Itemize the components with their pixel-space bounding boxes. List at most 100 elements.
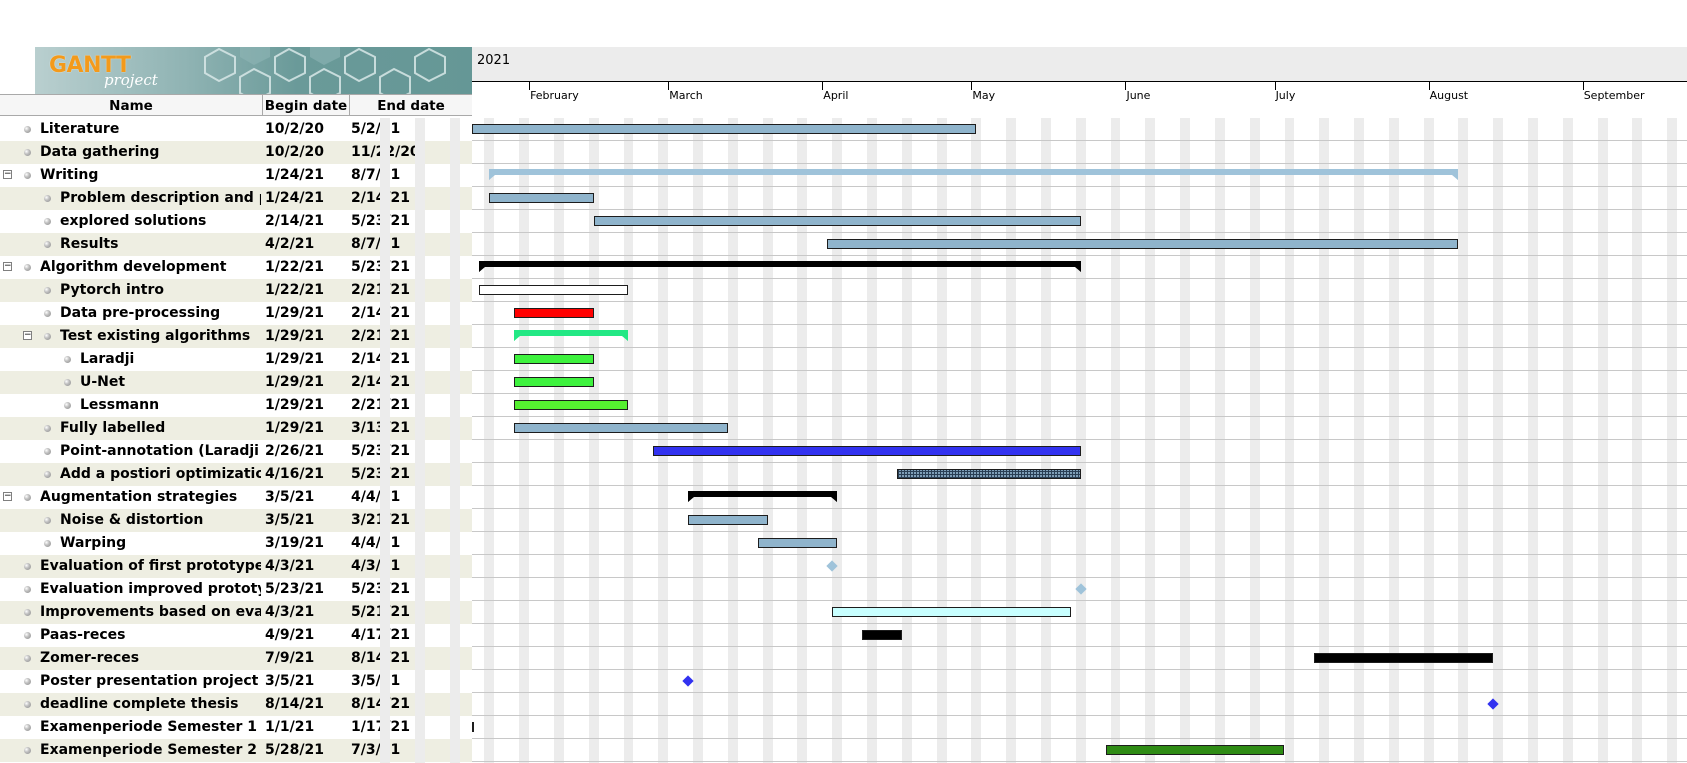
milestone-diamond-icon[interactable] — [682, 675, 694, 687]
task-name[interactable]: Problem description and pr… — [60, 190, 261, 206]
task-begin-date[interactable]: 1/29/21 — [265, 328, 324, 344]
task-name[interactable]: Algorithm development — [40, 259, 227, 275]
task-begin-date[interactable]: 10/2/20 — [265, 144, 324, 160]
task-begin-date[interactable]: 1/24/21 — [265, 167, 324, 183]
task-name[interactable]: Writing — [40, 167, 99, 183]
collapse-toggle-icon[interactable]: − — [3, 491, 12, 501]
column-header-name[interactable]: Name — [0, 95, 263, 115]
task-row[interactable]: Evaluation improved prototype5/23/215/23… — [0, 578, 472, 601]
task-name[interactable]: U-Net — [80, 374, 126, 390]
task-bar[interactable] — [514, 354, 594, 364]
task-name[interactable]: Poster presentation project — [40, 673, 259, 689]
task-name[interactable]: Evaluation improved prototype — [40, 581, 261, 597]
column-header-end-date[interactable]: End date — [377, 98, 445, 114]
summary-bar[interactable] — [688, 491, 838, 502]
task-begin-date[interactable]: 8/14/21 — [265, 696, 324, 712]
task-name[interactable]: Fully labelled — [60, 420, 166, 436]
collapse-toggle-icon[interactable]: − — [3, 261, 12, 271]
task-bar[interactable] — [514, 308, 594, 318]
task-begin-date[interactable]: 2/14/21 — [265, 213, 324, 229]
task-name[interactable]: Point-annotation (Laradji o… — [60, 443, 261, 459]
task-name[interactable]: Results — [60, 236, 119, 252]
task-row[interactable]: Problem description and pr…1/24/212/14/2… — [0, 187, 472, 210]
task-begin-date[interactable]: 5/23/21 — [265, 581, 324, 597]
collapse-toggle-icon[interactable]: − — [23, 330, 32, 340]
task-name[interactable]: Test existing algorithms — [60, 328, 251, 344]
task-begin-date[interactable]: 3/5/21 — [265, 489, 315, 505]
task-name[interactable]: Evaluation of first prototype — [40, 558, 261, 574]
task-row[interactable]: Point-annotation (Laradji o…2/26/215/23/… — [0, 440, 472, 463]
task-name[interactable]: Examenperiode Semester 1 — [40, 719, 258, 735]
task-bar[interactable] — [489, 193, 594, 203]
task-bar[interactable] — [514, 400, 629, 410]
task-begin-date[interactable]: 1/29/21 — [265, 397, 324, 413]
task-begin-date[interactable]: 5/28/21 — [265, 742, 324, 758]
task-name[interactable]: Add a postiori optimization — [60, 466, 261, 482]
task-begin-date[interactable]: 1/29/21 — [265, 351, 324, 367]
summary-bar[interactable] — [514, 330, 629, 341]
task-begin-date[interactable]: 4/3/21 — [265, 558, 315, 574]
task-bar[interactable] — [1105, 745, 1285, 755]
task-bar[interactable] — [688, 515, 768, 525]
task-bar[interactable] — [862, 630, 902, 640]
task-bar[interactable] — [479, 285, 629, 295]
task-begin-date[interactable]: 4/16/21 — [265, 466, 324, 482]
summary-bar[interactable] — [489, 169, 1459, 180]
task-begin-date[interactable]: 1/29/21 — [265, 420, 324, 436]
summary-bar[interactable] — [479, 261, 1082, 272]
task-row[interactable]: Add a postiori optimization4/16/215/23/2… — [0, 463, 472, 486]
task-begin-date[interactable]: 7/9/21 — [265, 650, 315, 666]
task-name[interactable]: Data gathering — [40, 144, 160, 160]
task-begin-date[interactable]: 1/22/21 — [265, 282, 324, 298]
task-bar[interactable] — [832, 607, 1071, 617]
task-name[interactable]: Examenperiode Semester 2 — [40, 742, 258, 758]
task-name[interactable]: Zomer-reces — [40, 650, 140, 666]
task-bar[interactable] — [514, 423, 728, 433]
task-begin-date[interactable]: 1/24/21 — [265, 190, 324, 206]
task-name[interactable]: Pytorch intro — [60, 282, 164, 298]
task-name[interactable]: Noise & distortion — [60, 512, 204, 528]
task-name[interactable]: Paas-reces — [40, 627, 126, 643]
task-name[interactable]: explored solutions — [60, 213, 207, 229]
task-begin-date[interactable]: 4/2/21 — [265, 236, 315, 252]
task-begin-date[interactable]: 3/5/21 — [265, 512, 315, 528]
task-bar[interactable] — [472, 722, 474, 732]
column-header-begin-date[interactable]: Begin date — [263, 95, 350, 115]
task-name[interactable]: Improvements based on evalu… — [40, 604, 261, 620]
task-bar[interactable] — [514, 377, 594, 387]
task-bar[interactable] — [593, 216, 1081, 226]
task-row[interactable]: Examenperiode Semester 11/1/211/17/21 — [0, 716, 472, 739]
task-bar[interactable] — [1314, 653, 1494, 663]
task-name[interactable]: Data pre-processing — [60, 305, 221, 321]
task-name[interactable]: Literature — [40, 121, 120, 137]
task-begin-date[interactable]: 10/2/20 — [265, 121, 324, 137]
task-bar[interactable] — [757, 538, 838, 548]
task-name[interactable]: deadline complete thesis — [40, 696, 239, 712]
task-begin-date[interactable]: 4/9/21 — [265, 627, 315, 643]
task-name[interactable]: Warping — [60, 535, 127, 551]
task-begin-date[interactable]: 1/22/21 — [265, 259, 324, 275]
task-row[interactable]: Improvements based on evalu…4/3/215/21/2… — [0, 601, 472, 624]
task-begin-date[interactable]: 1/29/21 — [265, 305, 324, 321]
